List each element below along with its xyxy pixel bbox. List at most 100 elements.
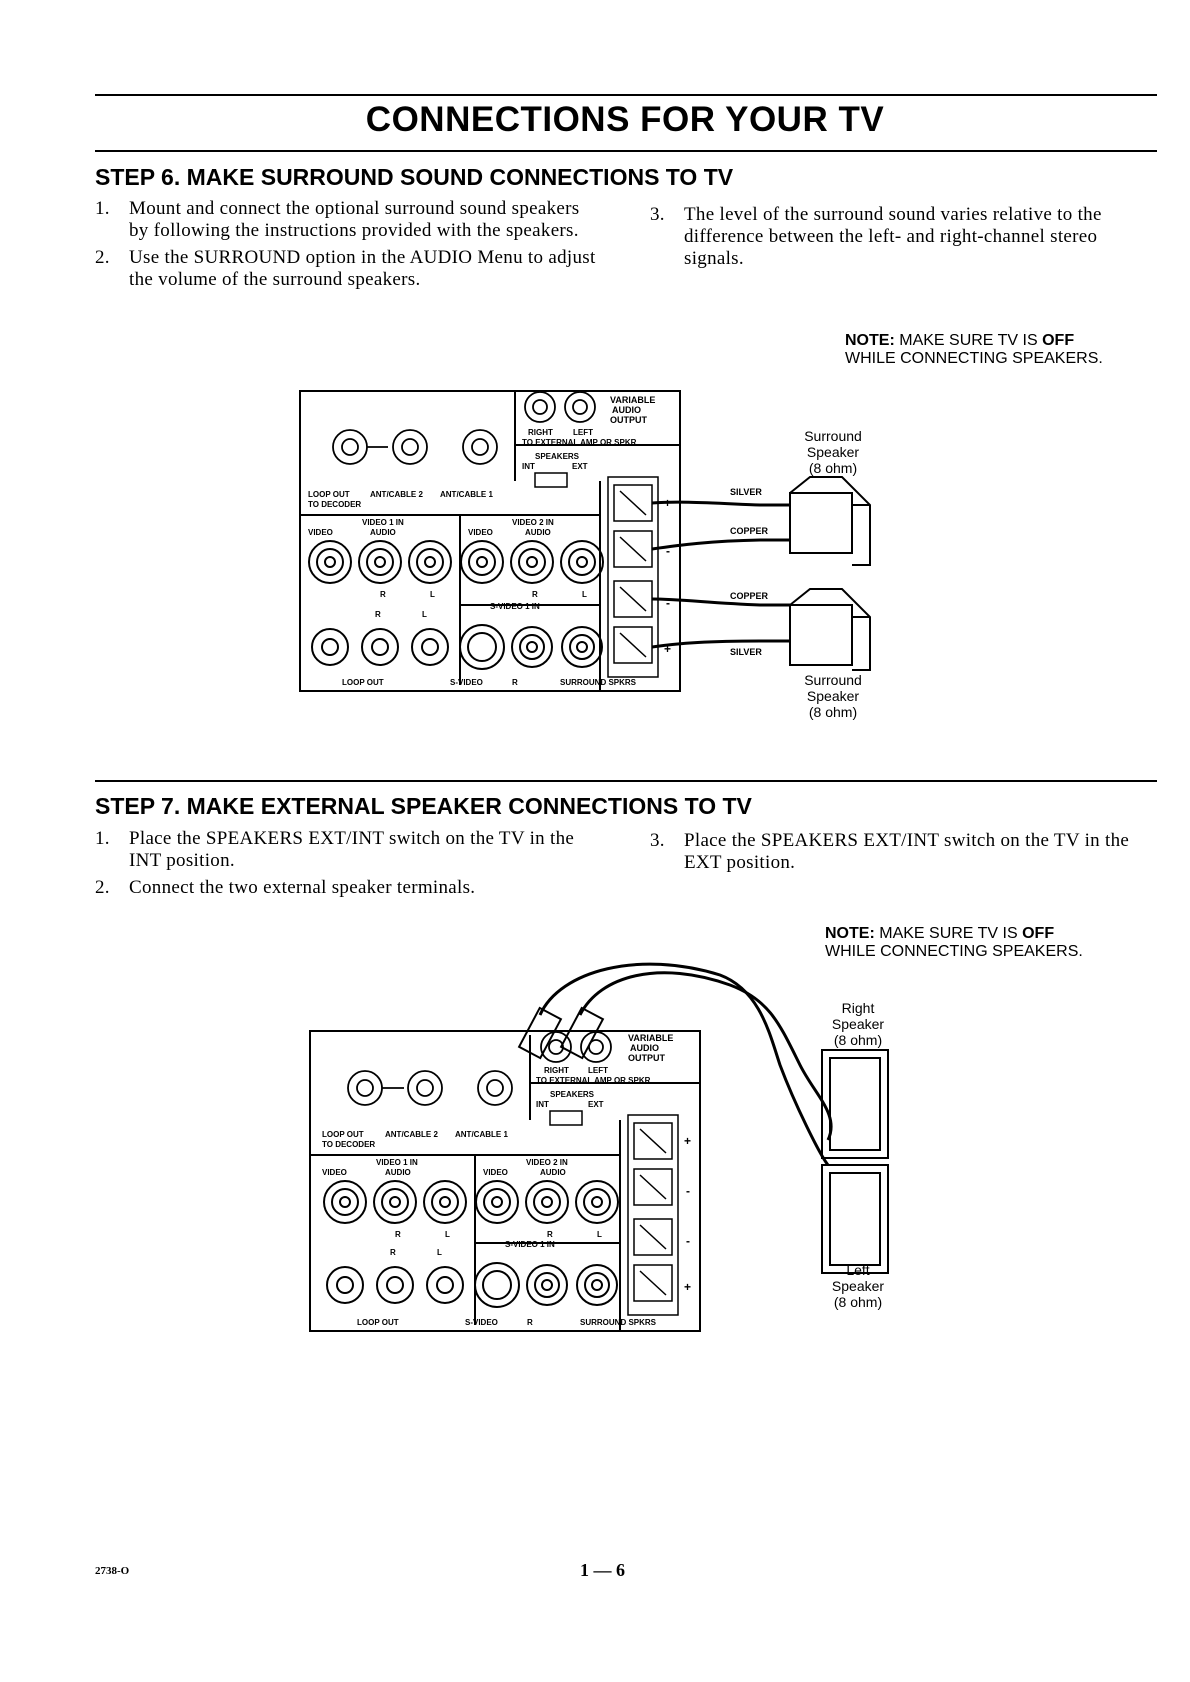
surround-terminal-block-2 — [627, 1114, 679, 1316]
step6-right-column: 3.The level of the surround sound varies… — [650, 204, 1155, 275]
rca-cables — [538, 962, 833, 1166]
speaker-wires — [651, 500, 790, 649]
label-right: RIGHT — [544, 1066, 569, 1075]
label-to-ext-amp: TO EXTERNAL AMP OR SPKR — [522, 438, 637, 447]
label-output: OUTPUT — [610, 415, 648, 425]
label-video: VIDEO — [468, 528, 493, 537]
label-video2-in: VIDEO 2 IN — [526, 1158, 568, 1167]
label-plus: + — [684, 1280, 691, 1294]
label-minus: - — [666, 544, 670, 558]
top-jacks — [332, 391, 596, 465]
label-svideo1-in: S-VIDEO 1 IN — [490, 602, 540, 611]
top-rule — [95, 94, 1157, 96]
page-title: CONNECTIONS FOR YOUR TV — [365, 100, 885, 139]
bottom-jacks-row-2 — [326, 1262, 618, 1308]
label-r: R — [512, 678, 518, 687]
video-jacks-row-2 — [323, 1180, 619, 1224]
label-r: R — [380, 590, 386, 599]
label-loop-out: LOOP OUT — [322, 1130, 364, 1139]
label-to-decoder: TO DECODER — [308, 500, 361, 509]
speakers-switch[interactable] — [534, 472, 568, 488]
label-to-decoder: TO DECODER — [322, 1140, 375, 1149]
label-minus: - — [666, 596, 670, 610]
label-ant-cable2: ANT/CABLE 2 — [385, 1130, 438, 1139]
footer-code: 2738-O — [95, 1565, 130, 1577]
label-l: L — [437, 1248, 442, 1257]
surround-terminal-block — [607, 476, 659, 678]
step6-left-column: 1.Mount and connect the optional surroun… — [95, 198, 600, 296]
label-speakers: SPEAKERS — [550, 1090, 595, 1099]
right-speaker — [821, 1049, 889, 1159]
label-to-ext-amp: TO EXTERNAL AMP OR SPKR — [536, 1076, 651, 1085]
label-video: VIDEO — [308, 528, 333, 537]
label-minus: - — [686, 1184, 690, 1198]
list-item: 1.Place the SPEAKERS EXT/INT switch on t… — [95, 828, 575, 871]
label-audio-group: AUDIO — [370, 528, 396, 537]
surround-speaker-top — [789, 476, 871, 566]
speakers-switch[interactable] — [549, 1110, 583, 1126]
label-r: R — [375, 610, 381, 619]
step6-heading: STEP 6. MAKE SURROUND SOUND CONNECTIONS … — [95, 164, 734, 190]
label-speakers: SPEAKERS — [535, 452, 580, 461]
list-item: 1.Mount and connect the optional surroun… — [95, 198, 580, 241]
step7-heading: STEP 7. MAKE EXTERNAL SPEAKER CONNECTION… — [95, 793, 752, 819]
surround-speaker-bottom — [789, 588, 871, 671]
top-jacks-2 — [347, 1031, 612, 1106]
label-l: L — [430, 590, 435, 599]
label-r: R — [532, 590, 538, 599]
label-output: OUTPUT — [628, 1053, 666, 1063]
list-item: 3.The level of the surround sound varies… — [650, 204, 1102, 269]
label-plus: + — [684, 1134, 691, 1148]
label-r: R — [395, 1230, 401, 1239]
label-plus: + — [664, 642, 671, 656]
label-audio-group: AUDIO — [385, 1168, 411, 1177]
label-audio-group: AUDIO — [525, 528, 551, 537]
label-variable-audio-output: VARIABLE — [610, 395, 655, 405]
step7-rule — [95, 780, 1157, 782]
step7-right-column: 3.Place the SPEAKERS EXT/INT switch on t… — [650, 830, 1155, 879]
label-loop-out: LOOP OUT — [308, 490, 350, 499]
label-s-video: S-VIDEO — [450, 678, 483, 687]
label-right: RIGHT — [528, 428, 553, 437]
label-ant-cable1: ANT/CABLE 1 — [440, 490, 493, 499]
label-ant-cable1: ANT/CABLE 1 — [455, 1130, 508, 1139]
label-s-video: S-VIDEO — [465, 1318, 498, 1327]
label-audio: AUDIO — [612, 405, 641, 415]
label-ext: EXT — [572, 462, 588, 471]
label-int: INT — [536, 1100, 549, 1109]
label-l: L — [422, 610, 427, 619]
label-copper: COPPER — [730, 526, 769, 536]
step7-left-column: 1.Place the SPEAKERS EXT/INT switch on t… — [95, 828, 600, 904]
label-svideo1-in: S-VIDEO 1 IN — [505, 1240, 555, 1249]
rear-panel-2 — [309, 1030, 701, 1332]
label-r: R — [390, 1248, 396, 1257]
label-l: L — [582, 590, 587, 599]
label-video: VIDEO — [322, 1168, 347, 1177]
label-video: VIDEO — [483, 1168, 508, 1177]
rear-panel — [299, 390, 681, 692]
list-item: 2.Use the SURROUND option in the AUDIO M… — [95, 247, 596, 290]
label-ant-cable2: ANT/CABLE 2 — [370, 490, 423, 499]
external-speaker-diagram: VARIABLE AUDIO OUTPUT RIGHT LEFT TO EXTE… — [309, 962, 889, 1332]
label-video1-in: VIDEO 1 IN — [362, 518, 404, 527]
label-left: LEFT — [588, 1066, 608, 1075]
label-l: L — [597, 1230, 602, 1239]
label-audio: AUDIO — [630, 1043, 659, 1053]
label-ext: EXT — [588, 1100, 604, 1109]
label-r: R — [547, 1230, 553, 1239]
label-int: INT — [522, 462, 535, 471]
label-copper: COPPER — [730, 591, 769, 601]
label-r: R — [527, 1318, 533, 1327]
step7-note: NOTE: MAKE SURE TV IS OFF WHILE CONNECTI… — [825, 925, 1083, 960]
label-silver: SILVER — [730, 647, 762, 657]
label-minus: - — [686, 1234, 690, 1248]
label-left: LEFT — [573, 428, 593, 437]
label-video2-in: VIDEO 2 IN — [512, 518, 554, 527]
list-item: 2.Connect the two external speaker termi… — [95, 877, 476, 898]
surround-connection-diagram: VARIABLE AUDIO OUTPUT RIGHT LEFT TO EXTE… — [299, 390, 871, 692]
label-loop-out: LOOP OUT — [342, 678, 384, 687]
bottom-jacks-row — [311, 624, 603, 670]
label-surround-spkrs: SURROUND SPKRS — [560, 678, 637, 687]
